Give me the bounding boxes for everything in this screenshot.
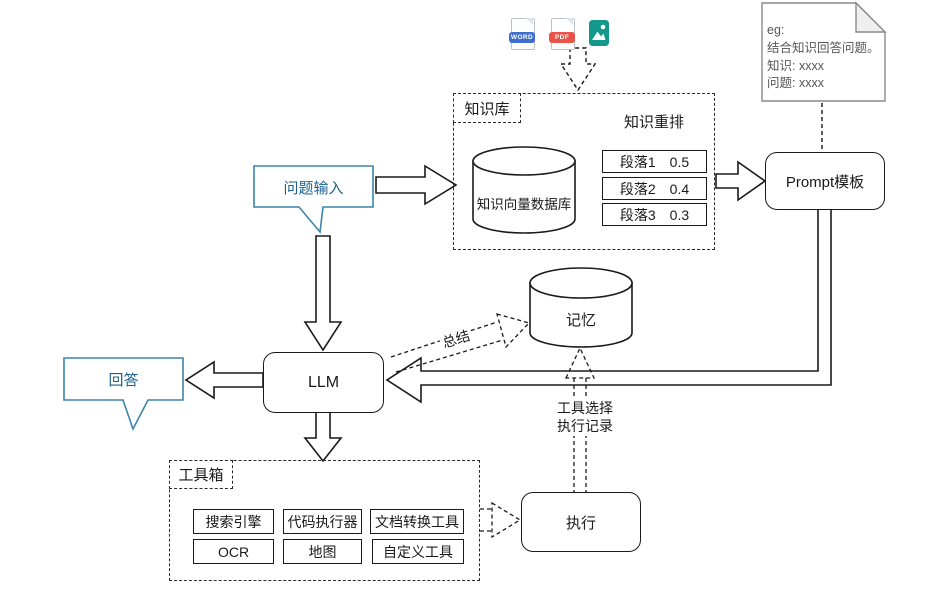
word-file-banner: WORD xyxy=(509,32,535,43)
paragraph-row-1-score: 0.5 xyxy=(669,153,690,170)
dashed-arrowhead-llm-to-memory xyxy=(496,313,531,349)
word-file-fold-corner xyxy=(526,18,533,25)
llm-node: LLM xyxy=(263,352,384,413)
memory-label: 记忆 xyxy=(565,312,596,329)
note-line-4: 问题: xxxx xyxy=(767,76,824,91)
execute-label: 执行 xyxy=(565,514,596,532)
knowledge-base-tab: 知识库 xyxy=(453,93,521,123)
dashed-arrow-llm-to-memory-line2 xyxy=(395,339,504,373)
answer-bubble xyxy=(63,357,184,432)
tool-button-doc-converter: 文档转换工具 xyxy=(370,509,464,534)
dashed-arrowhead-toolbox-to-execute xyxy=(491,501,522,539)
arrow-prompt-to-llm xyxy=(385,208,832,404)
paragraph-row-3-label: 段落3 xyxy=(619,206,656,223)
question-input-bubble xyxy=(253,165,374,234)
tool-button-map: 地图 xyxy=(283,539,362,564)
paragraph-row-1-label: 段落1 xyxy=(619,153,656,170)
pdf-file-icon: PDF xyxy=(549,18,575,50)
tool-button-custom-tool: 自定义工具 xyxy=(372,539,464,564)
dashed-arrow-llm-to-memory-line1 xyxy=(390,321,498,358)
vector-db-cylinder-top xyxy=(472,146,576,176)
note-line-3: 知识: xxxx xyxy=(767,58,824,73)
paragraph-row-2-score: 0.4 xyxy=(669,180,690,197)
paragraph-row-3: 段落3 0.3 xyxy=(602,203,707,226)
tool-button-code-executor: 代码执行器 xyxy=(283,509,362,534)
pdf-file-banner: PDF xyxy=(549,32,575,43)
memory-cylinder-top xyxy=(529,267,633,299)
paragraph-row-2: 段落2 0.4 xyxy=(602,177,707,200)
note-line-2: 结合知识回答问题。 xyxy=(767,40,880,55)
dashed-arrowhead-execute-to-memory xyxy=(564,346,596,379)
note-line-1: eg: xyxy=(767,23,785,37)
note-card xyxy=(761,2,886,102)
toolbox-group xyxy=(169,460,480,581)
tool-button-ocr: OCR xyxy=(193,539,274,564)
dashed-arrow-files-to-kb xyxy=(559,47,597,92)
word-file-label: WORD xyxy=(510,34,534,41)
toolbox-tab: 工具箱 xyxy=(169,460,233,489)
answer-label: 回答 xyxy=(108,371,139,389)
note-card-fold xyxy=(855,1,887,33)
arrow-llm-to-toolbox xyxy=(303,411,343,463)
vector-db-label: 知识向量数据库 xyxy=(476,197,572,212)
arrow-question-to-llm xyxy=(303,235,343,352)
paragraph-row-2-label: 段落2 xyxy=(619,180,656,197)
image-file-icon xyxy=(588,19,610,52)
knowledge-base-title: 知识库 xyxy=(464,100,510,118)
llm-label: LLM xyxy=(307,373,340,391)
knowledge-base-group xyxy=(453,93,715,250)
vector-db-cylinder-body xyxy=(472,160,576,234)
dashed-arrow-toolbox-to-execute-lines xyxy=(480,508,492,532)
tool-button-search-engine: 搜索引擎 xyxy=(193,509,274,534)
note-card-text: eg: 结合知识回答问题。 知识: xxxx 问题: xxxx xyxy=(767,22,880,93)
toolbox-title: 工具箱 xyxy=(178,467,224,484)
paragraph-row-3-score: 0.3 xyxy=(669,206,690,223)
word-file-icon: WORD xyxy=(509,18,535,50)
arrow-question-to-kb xyxy=(375,164,458,206)
exec-record-label: 执行记录 xyxy=(545,416,625,436)
rerank-title: 知识重排 xyxy=(623,114,684,131)
arrow-llm-to-answer xyxy=(184,360,264,400)
pdf-file-fold-corner xyxy=(566,18,573,25)
tool-select-label: 工具选择 xyxy=(545,398,625,418)
prompt-template-node: Prompt模板 xyxy=(765,152,885,210)
prompt-template-label: Prompt模板 xyxy=(785,173,865,191)
arrow-kb-to-prompt xyxy=(715,160,767,202)
pdf-file-label: PDF xyxy=(554,34,570,41)
memory-cylinder-body xyxy=(529,282,633,348)
question-input-label: 问题输入 xyxy=(283,179,344,197)
execute-node: 执行 xyxy=(521,492,641,552)
paragraph-row-1: 段落1 0.5 xyxy=(602,150,707,173)
